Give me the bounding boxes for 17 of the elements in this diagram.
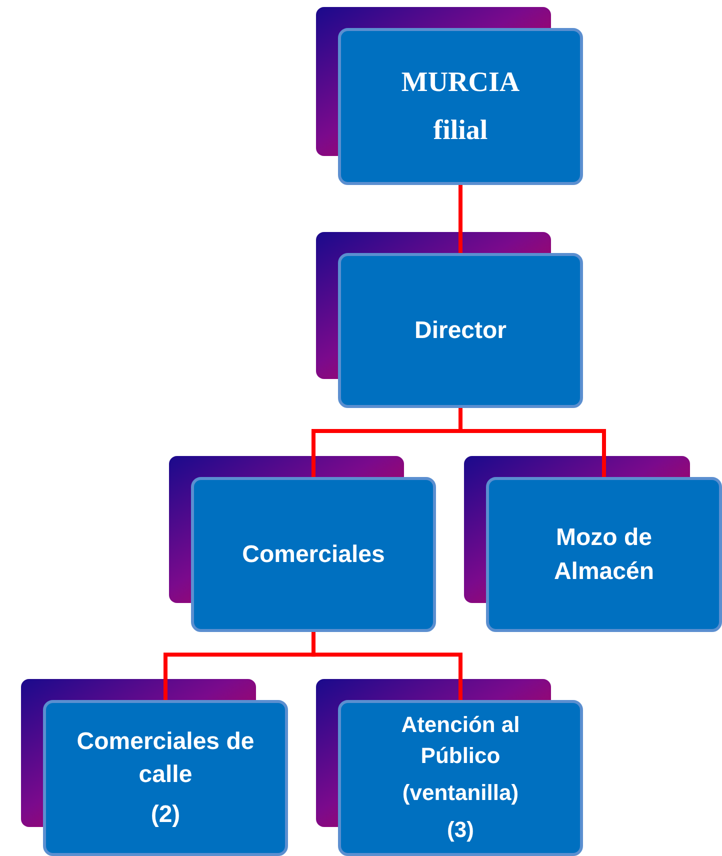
connector-line <box>312 632 462 700</box>
box-label: MURCIA filial <box>400 66 521 148</box>
box-label: Comerciales <box>242 540 385 570</box>
org-box <box>338 700 583 856</box>
box-label: Director <box>414 316 507 346</box>
org-box <box>191 477 436 632</box>
connector-line <box>458 185 462 253</box>
org-box <box>338 253 583 408</box>
org-box <box>486 477 722 632</box>
box-label: (3) <box>447 816 474 844</box>
box-label: (2) <box>150 800 180 830</box>
box-label: Atención al Público <box>400 711 521 770</box>
org-box <box>338 28 583 185</box>
box-label: Comerciales de calle <box>76 726 256 790</box>
box-label: (ventanilla) <box>402 779 519 807</box>
box-label: Mozo de Almacén <box>552 522 656 586</box>
org-box <box>43 700 288 856</box>
